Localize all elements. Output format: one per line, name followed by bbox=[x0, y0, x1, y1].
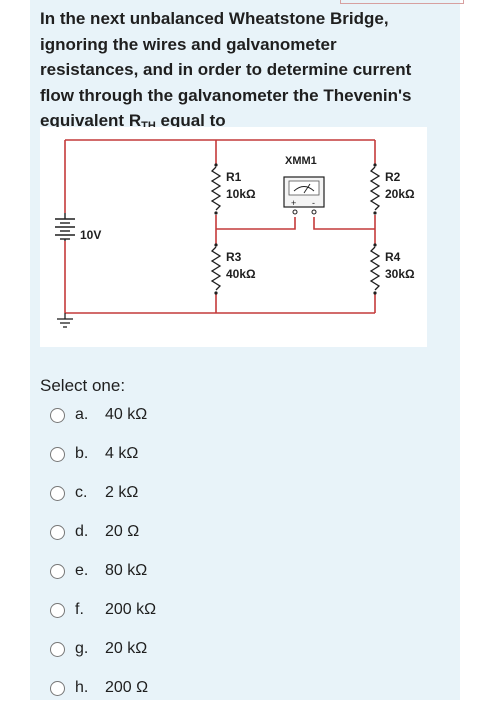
radio-button[interactable] bbox=[50, 407, 65, 423]
meter-label: XMM1 bbox=[285, 155, 317, 167]
select-one-label: Select one: bbox=[40, 376, 126, 395]
option-text: 80 kΩ bbox=[105, 562, 148, 579]
option-letter: b. bbox=[75, 445, 89, 462]
question-line: resistances, and in order to determine c… bbox=[40, 60, 412, 80]
option-d[interactable]: d. 20 Ω bbox=[46, 517, 139, 547]
resistor-symbols bbox=[210, 166, 381, 291]
question-line: ignoring the wires and galvanometer bbox=[40, 34, 337, 54]
r3-value: 40kΩ bbox=[226, 267, 256, 281]
option-c[interactable]: c. 2 kΩ bbox=[46, 478, 138, 508]
meter-minus-label: - bbox=[312, 198, 315, 208]
circuit-diagram: + - XMM1 R1 10kΩ R2 20kΩ R3 40kΩ R4 30kΩ… bbox=[40, 127, 427, 347]
radio-button[interactable] bbox=[50, 524, 65, 540]
question-panel bbox=[30, 0, 460, 700]
top-divider bbox=[340, 0, 464, 4]
option-f[interactable]: f. 200 kΩ bbox=[46, 595, 156, 625]
resistor-terminals bbox=[214, 163, 377, 295]
r4-value: 30kΩ bbox=[385, 267, 415, 281]
r2-name: R2 bbox=[385, 170, 401, 184]
option-letter: e. bbox=[75, 562, 89, 579]
option-letter: h. bbox=[75, 679, 89, 696]
wheatstone-bridge-schematic: + - XMM1 R1 10kΩ R2 20kΩ R3 40kΩ R4 30kΩ… bbox=[55, 139, 415, 328]
option-e[interactable]: e. 80 kΩ bbox=[46, 556, 147, 586]
r1-name: R1 bbox=[226, 170, 242, 184]
radio-button[interactable] bbox=[50, 485, 65, 501]
option-text: 200 Ω bbox=[105, 679, 149, 696]
meter-plus-label: + bbox=[291, 198, 296, 208]
question-text: In the next unbalanced Wheatstone Bridge… bbox=[40, 6, 450, 140]
radio-button[interactable] bbox=[50, 446, 65, 462]
r3-symbol bbox=[210, 246, 222, 291]
question-line: flow through the galvanometer the Theven… bbox=[40, 85, 412, 105]
option-letter: f. bbox=[75, 601, 84, 618]
r1-value: 10kΩ bbox=[226, 187, 256, 201]
radio-button[interactable] bbox=[50, 641, 65, 657]
option-text: 20 kΩ bbox=[105, 640, 148, 657]
r2-value: 20kΩ bbox=[385, 187, 415, 201]
wire-meter-plus bbox=[216, 217, 296, 230]
option-text: 40 kΩ bbox=[105, 406, 148, 423]
option-text: 20 Ω bbox=[105, 523, 140, 540]
ground-symbol bbox=[57, 313, 73, 328]
option-text: 200 kΩ bbox=[105, 601, 157, 618]
option-letter: a. bbox=[75, 406, 89, 423]
wire-meter-minus bbox=[313, 217, 375, 230]
option-text: 2 kΩ bbox=[105, 484, 139, 501]
question-text-segment: equal to bbox=[155, 111, 226, 131]
circuit-wires bbox=[64, 139, 376, 314]
r3-name: R3 bbox=[226, 250, 242, 264]
question-line: equivalent RTH equal to bbox=[40, 108, 450, 140]
radio-button[interactable] bbox=[50, 680, 65, 696]
multimeter-icon: + - bbox=[283, 176, 325, 215]
option-letter: c. bbox=[75, 484, 88, 501]
question-line: In the next unbalanced Wheatstone Bridge… bbox=[40, 9, 389, 28]
question-text-segment: equivalent bbox=[40, 111, 129, 131]
r4-name: R4 bbox=[385, 250, 401, 264]
option-letter: d. bbox=[75, 523, 89, 540]
option-h[interactable]: h. 200 Ω bbox=[46, 673, 148, 703]
option-g[interactable]: g. 20 kΩ bbox=[46, 634, 147, 664]
source-label: 10V bbox=[80, 228, 101, 242]
battery-symbol bbox=[55, 213, 75, 241]
radio-button[interactable] bbox=[50, 563, 65, 579]
rth-symbol: R bbox=[128, 111, 142, 131]
option-text: 4 kΩ bbox=[105, 445, 139, 462]
r1-symbol bbox=[210, 166, 222, 211]
option-a[interactable]: a. 40 kΩ bbox=[46, 400, 147, 430]
r2-symbol bbox=[369, 166, 381, 211]
radio-button[interactable] bbox=[50, 602, 65, 618]
option-letter: g. bbox=[75, 640, 89, 657]
option-b[interactable]: b. 4 kΩ bbox=[46, 439, 138, 469]
r4-symbol bbox=[369, 246, 381, 291]
